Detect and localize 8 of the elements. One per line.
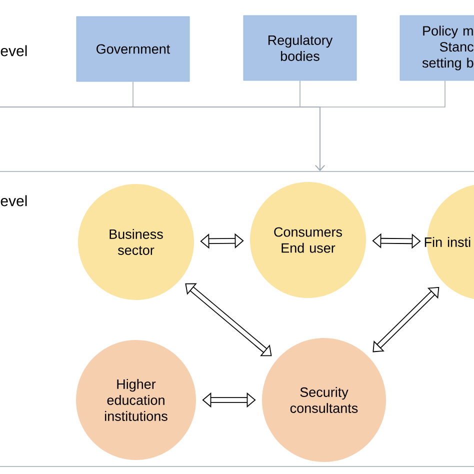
double-arrow <box>200 233 244 249</box>
double-arrow <box>202 392 256 408</box>
level-label: evel <box>0 45 27 56</box>
process-box: Government <box>76 16 190 82</box>
process-box: Regulatory bodies <box>243 15 357 81</box>
connector-arrow <box>0 80 446 171</box>
double-arrow <box>185 283 272 356</box>
process-box: Policy m Stanc setting b <box>400 15 474 81</box>
